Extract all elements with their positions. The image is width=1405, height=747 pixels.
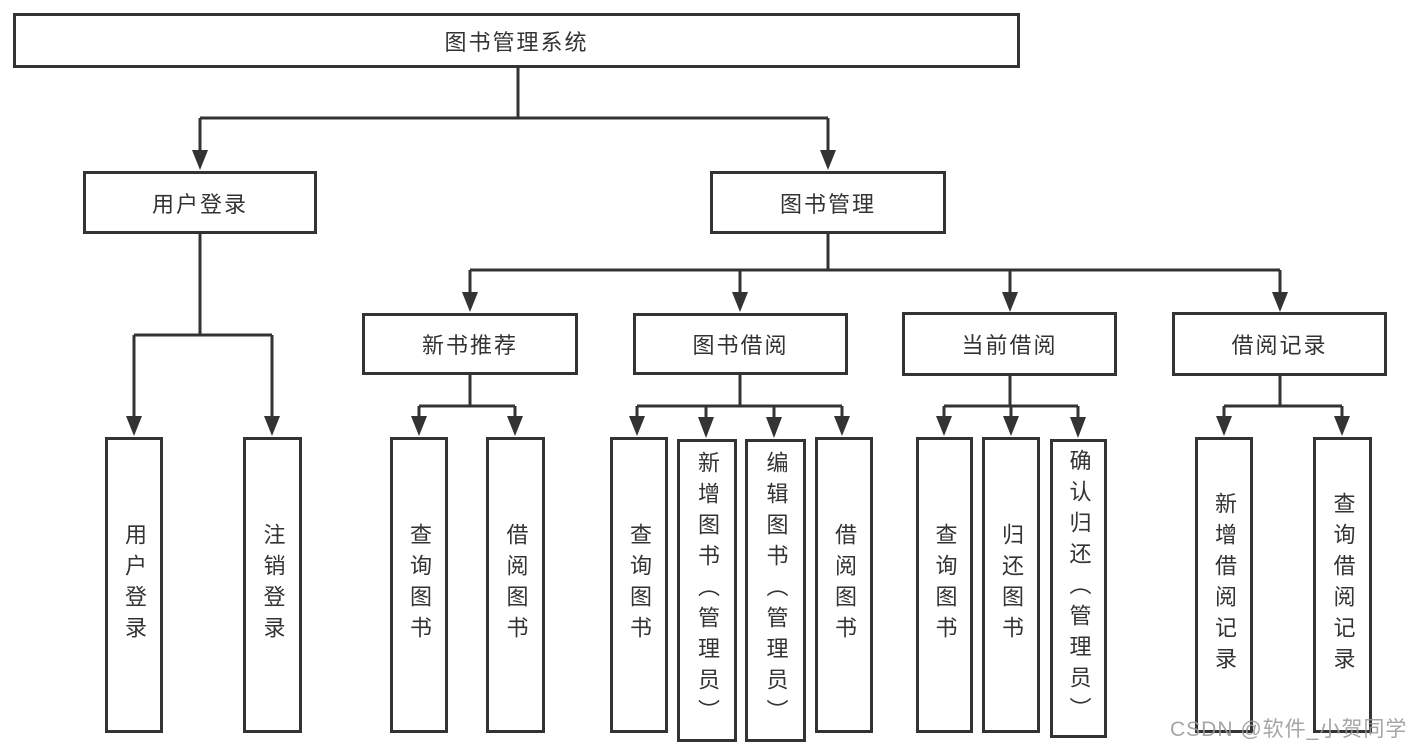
leaf-query-books-borrowing: 查询图书 <box>610 437 668 733</box>
connector-root-to-level2 <box>192 68 836 170</box>
node-book-management-label: 图书管理 <box>779 191 876 217</box>
connector-borrowing-records-children <box>1216 376 1350 436</box>
leaf-logout-label: 注销登录 <box>260 523 286 647</box>
leaf-return-books-label: 归还图书 <box>999 523 1024 647</box>
leaf-add-borrow-record-label: 新增借阅记录 <box>1212 492 1237 678</box>
watermark: CSDN @软件_小贺同学 <box>1170 718 1405 741</box>
leaf-query-books-recommend: 查询图书 <box>390 437 448 733</box>
connector-book-management-children <box>462 234 1288 312</box>
node-current-borrowing-label: 当前借阅 <box>961 333 1058 358</box>
leaf-confirm-return-admin: 确认归还（管理员） <box>1050 439 1107 738</box>
leaf-query-books-current: 查询图书 <box>916 437 973 733</box>
connector-new-book-recommend-children <box>411 375 523 436</box>
leaf-return-books: 归还图书 <box>982 437 1040 733</box>
node-new-book-recommend-label: 新书推荐 <box>421 333 518 358</box>
leaf-borrow-books-borrowing-label: 借阅图书 <box>832 523 857 647</box>
node-user-login: 用户登录 <box>83 171 317 234</box>
node-user-login-label: 用户登录 <box>151 191 248 217</box>
leaf-add-book-admin: 新增图书（管理员） <box>677 439 737 742</box>
connector-user-login-children <box>126 234 280 436</box>
leaf-query-books-current-label: 查询图书 <box>932 523 958 647</box>
node-book-borrowing: 图书借阅 <box>633 313 848 375</box>
node-root: 图书管理系统 <box>13 13 1020 68</box>
leaf-user-login-label: 用户登录 <box>122 523 147 647</box>
leaf-user-login: 用户登录 <box>105 437 163 733</box>
node-book-management: 图书管理 <box>710 171 946 234</box>
leaf-borrow-books-recommend-label: 借阅图书 <box>503 523 529 647</box>
node-borrowing-records-label: 借阅记录 <box>1231 333 1328 358</box>
leaf-borrow-books-borrowing: 借阅图书 <box>815 437 873 733</box>
leaf-logout: 注销登录 <box>243 437 302 733</box>
leaf-query-borrow-record-label: 查询借阅记录 <box>1330 492 1356 678</box>
leaf-add-borrow-record: 新增借阅记录 <box>1195 437 1253 733</box>
leaf-confirm-return-admin-label: 确认归还（管理员） <box>1066 449 1092 728</box>
leaf-query-books-recommend-label: 查询图书 <box>407 523 432 647</box>
node-book-borrowing-label: 图书借阅 <box>692 333 789 358</box>
leaf-edit-book-admin: 编辑图书（管理员） <box>745 439 806 742</box>
node-new-book-recommend: 新书推荐 <box>362 313 578 375</box>
node-borrowing-records: 借阅记录 <box>1172 312 1387 376</box>
connector-current-borrowing-children <box>936 376 1086 438</box>
node-current-borrowing: 当前借阅 <box>902 312 1117 376</box>
leaf-query-books-borrowing-label: 查询图书 <box>627 523 652 647</box>
leaf-borrow-books-recommend: 借阅图书 <box>486 437 545 733</box>
leaf-edit-book-admin-label: 编辑图书（管理员） <box>763 451 789 730</box>
leaf-query-borrow-record: 查询借阅记录 <box>1313 437 1372 733</box>
connector-book-borrowing-children <box>629 375 850 438</box>
node-root-label: 图书管理系统 <box>444 29 589 55</box>
leaf-add-book-admin-label: 新增图书（管理员） <box>695 451 720 730</box>
